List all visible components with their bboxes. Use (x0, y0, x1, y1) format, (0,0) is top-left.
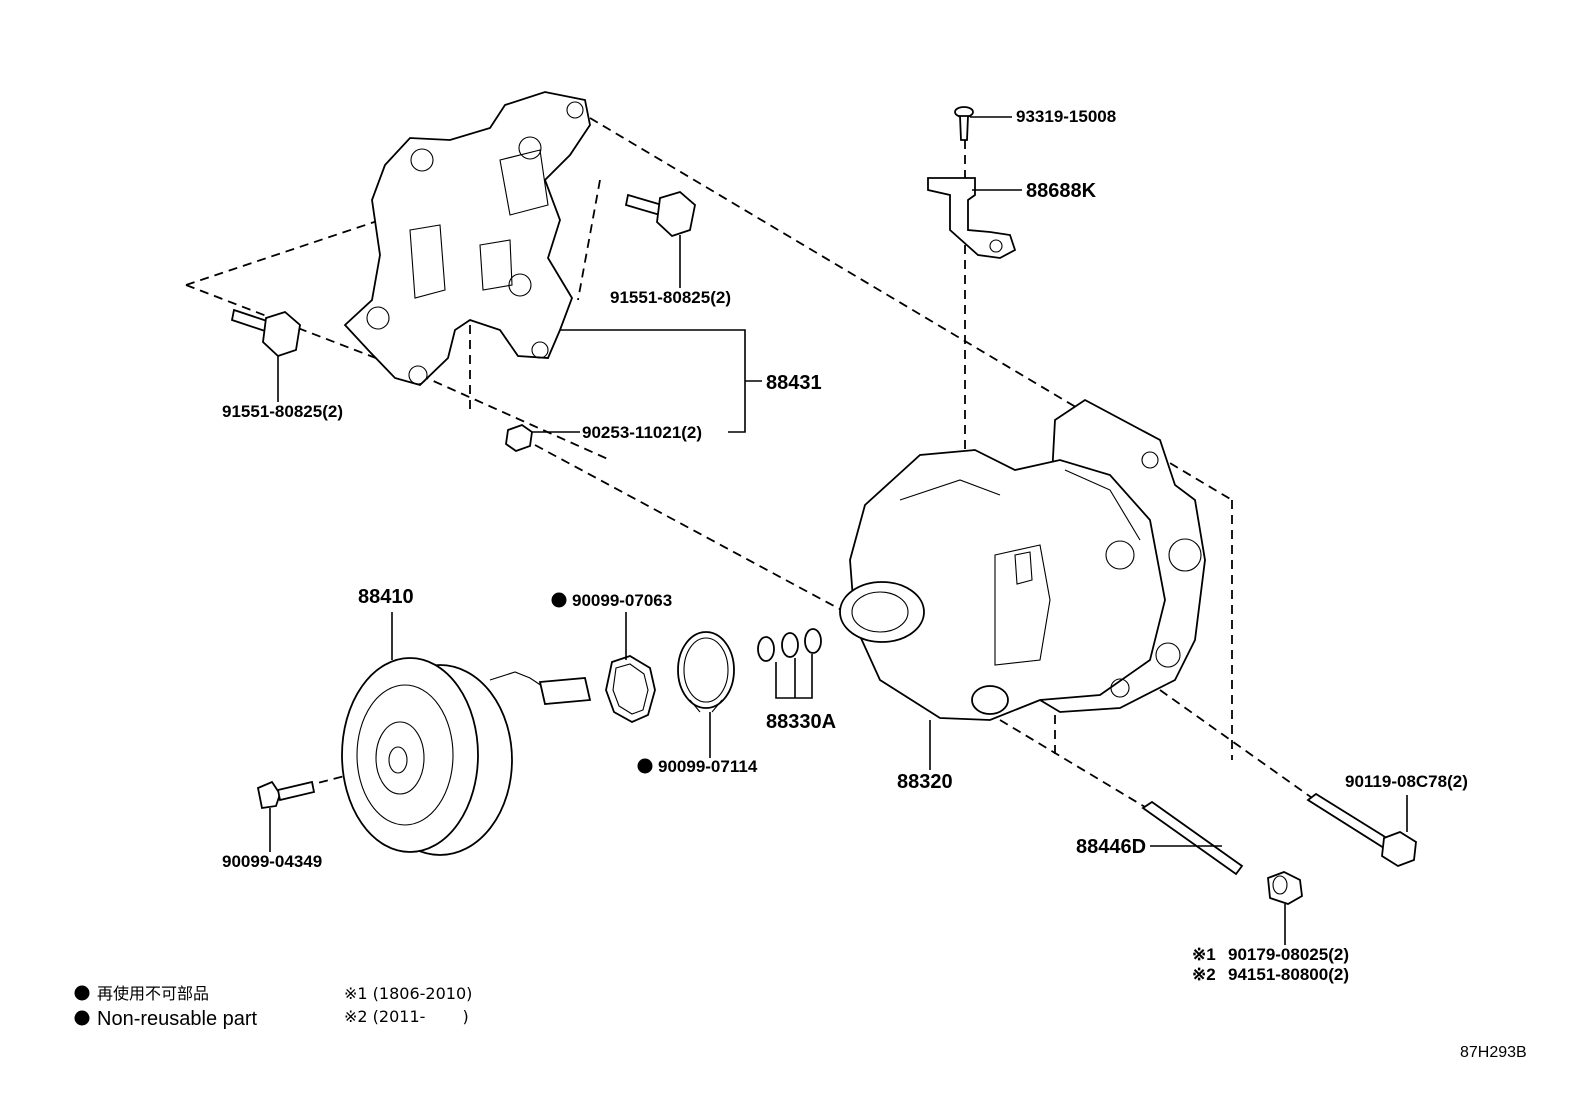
bolt-90099-04349 (256, 780, 316, 810)
collar-90253 (505, 423, 533, 453)
bolt-90119 (1306, 792, 1417, 867)
stud-88446d (1141, 800, 1244, 876)
legend-note-1: ※1 (1806-2010) (344, 984, 472, 1003)
legend-bullet-en (74, 1010, 90, 1026)
label-88688k: 88688K (1026, 180, 1097, 202)
label-nut-1-mark: ※1 (1192, 945, 1216, 964)
part-labels: 93319-15008 88688K 91551-80825(2) 91551-… (222, 107, 1468, 984)
legend-nonreusable-jp: 再使用不可部品 (97, 984, 209, 1003)
legend-nonreusable-en: Non-reusable part (97, 1008, 258, 1030)
label-93319: 93319-15008 (1016, 107, 1116, 126)
label-90099-04349: 90099-04349 (222, 852, 322, 871)
legend: 再使用不可部品 Non-reusable part ※1 (1806-2010)… (74, 984, 472, 1030)
bolt-91551-upper (624, 190, 696, 238)
shims-88330a (757, 628, 822, 662)
compressor-bracket-88431 (343, 91, 591, 387)
compressor-88320 (839, 398, 1206, 721)
magnetic-clutch-88410 (341, 657, 592, 856)
label-88431: 88431 (766, 372, 822, 394)
nut-90179-94151 (1267, 871, 1303, 905)
label-88330a: 88330A (766, 711, 836, 733)
label-88446d: 88446D (1076, 836, 1146, 858)
label-90253: 90253-11021(2) (582, 423, 702, 442)
bolt-93319 (954, 106, 974, 141)
label-90099-07063: 90099-07063 (572, 591, 672, 610)
legend-bullet-jp (74, 985, 90, 1001)
label-90099-07114: 90099-07114 (658, 757, 758, 776)
bolt-91551-left (230, 308, 301, 358)
bracket-88688k (927, 177, 1017, 259)
label-88320: 88320 (897, 771, 953, 793)
label-nut-2-mark: ※2 (1192, 965, 1216, 984)
label-90179: 90179-08025(2) (1228, 945, 1349, 964)
leader-lines (269, 116, 1408, 945)
label-91551-upper: 91551-80825(2) (610, 288, 731, 307)
o-ring-90099-07063 (605, 655, 656, 724)
snap-ring-90099-07114 (677, 631, 735, 713)
diagram-ref-code: 87H293B (1460, 1044, 1527, 1061)
label-94151: 94151-80800(2) (1228, 965, 1349, 984)
label-90119: 90119-08C78(2) (1345, 772, 1468, 791)
label-91551-left: 91551-80825(2) (222, 402, 343, 421)
legend-note-2: ※2 (2011- ) (344, 1007, 469, 1026)
label-88410: 88410 (358, 586, 414, 608)
non-reusable-marker (637, 758, 653, 774)
non-reusable-marker (551, 592, 567, 608)
